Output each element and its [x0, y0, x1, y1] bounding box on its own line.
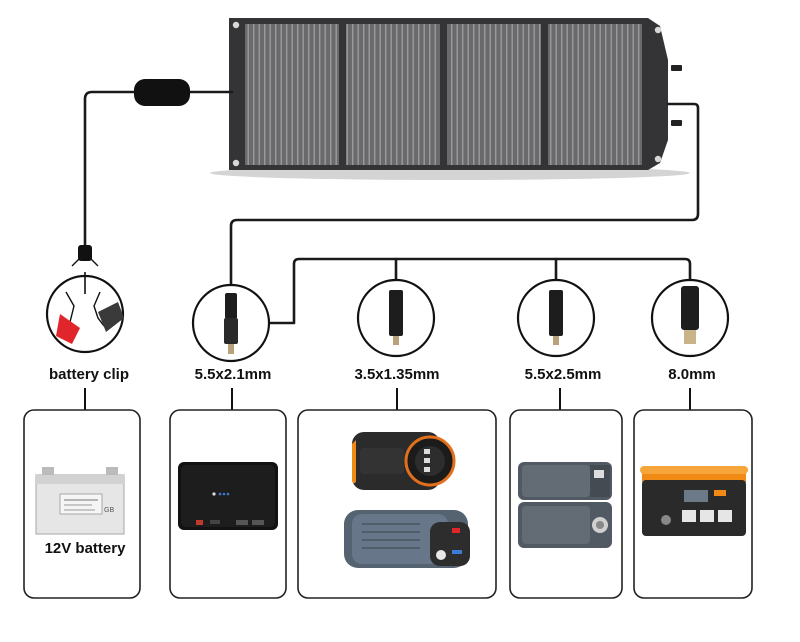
dc-plug-icon: [681, 286, 699, 330]
panel-cell-1: [245, 24, 339, 165]
label-12v-battery: 12V battery: [44, 540, 126, 557]
panel-grommets: [232, 21, 662, 167]
portable-power-station-icon: [352, 432, 456, 490]
label-8-0mm: 8.0mm: [668, 366, 716, 383]
cable-controller-box: [134, 79, 190, 106]
label-5-5x2-5: 5.5x2.5mm: [524, 366, 602, 383]
svg-text:GB: GB: [104, 507, 114, 514]
portable-power-station-icon: [344, 510, 470, 568]
panel-cell-2: [346, 24, 440, 165]
cables: [83, 90, 700, 325]
panel-cell-4: [548, 24, 642, 165]
connector-3-5x1-35: [356, 278, 436, 358]
connector-5-5x2-5: [516, 278, 596, 358]
dc-plug-icon: [549, 290, 563, 336]
label-3-5x1-35: 3.5x1.35mm: [354, 366, 440, 383]
stacked-power-station-icon: [518, 462, 612, 548]
battery-clip-plug: [71, 245, 99, 267]
panel-clip-top: [671, 65, 682, 71]
label-battery-clip: battery clip: [48, 366, 130, 383]
clip-black-icon: [98, 302, 124, 332]
orange-power-station-icon: [640, 466, 748, 536]
power-bank-icon: [178, 462, 278, 530]
connector-battery-clip: [45, 272, 125, 354]
lead-acid-battery-icon: GB: [35, 467, 125, 535]
panel-cell-3: [447, 24, 541, 165]
device-lines: [84, 388, 691, 410]
clip-wire-right: [93, 291, 105, 327]
dc-plug-icon: [225, 293, 237, 319]
panel-clip-bottom: [671, 120, 682, 126]
connector-8-0mm: [650, 278, 730, 358]
clip-red-icon: [56, 314, 80, 344]
connector-5-5x2-1: [191, 283, 271, 363]
dc-plug-icon: [389, 290, 403, 336]
solar-panel: [210, 18, 690, 180]
label-5-5x2-1: 5.5x2.1mm: [194, 366, 272, 383]
